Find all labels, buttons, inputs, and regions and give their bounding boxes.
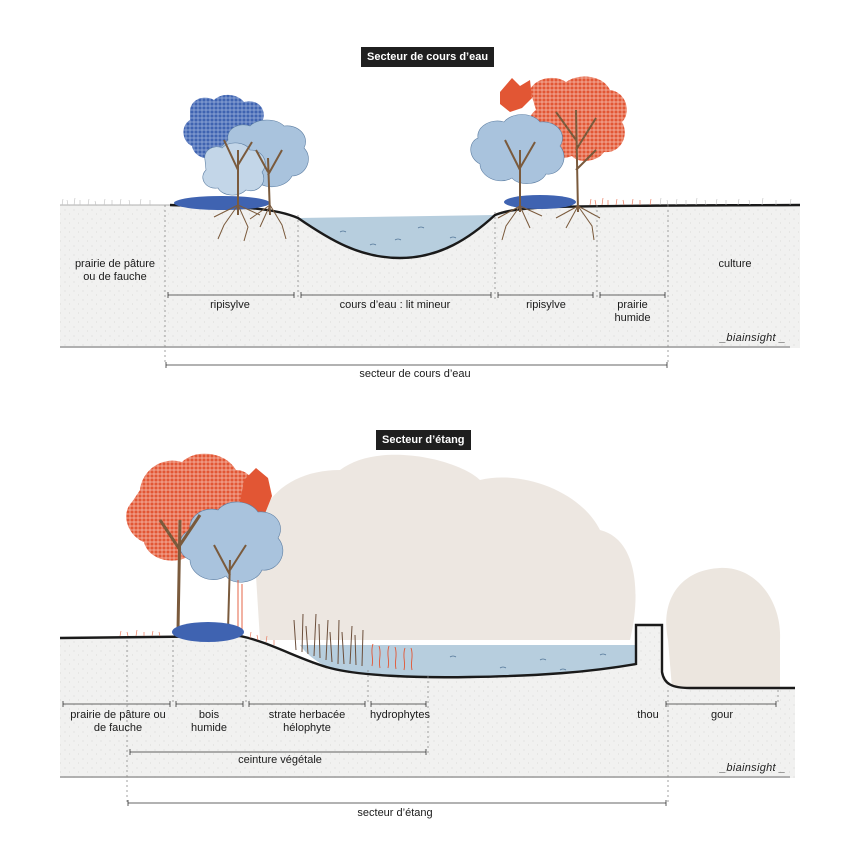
- bottom-ground: [60, 625, 795, 778]
- top-right-trees: [470, 76, 627, 241]
- top-separators: [164, 205, 669, 365]
- label-strate: strate herbacée hélophyte: [268, 709, 346, 734]
- bottom-water-ripples: [449, 653, 607, 671]
- label-ceinture: ceinture végétale: [238, 754, 322, 766]
- label-stream: cours d’eau : lit mineur: [339, 299, 451, 311]
- top-left-shrub: [174, 196, 270, 210]
- top-ground: [60, 205, 800, 348]
- top-left-trees: [183, 94, 309, 242]
- label-ripisylve-left: ripisylve: [210, 299, 250, 311]
- top-section: [60, 76, 801, 368]
- label-ripisylve-right: ripisylve: [526, 299, 566, 311]
- label-prairie-top: prairie de pâture ou de fauche: [74, 258, 156, 283]
- bottom-section: [59, 453, 795, 806]
- bottom-background-haze-right: [666, 567, 781, 688]
- top-wet-meadow-grass: [589, 197, 652, 206]
- brand-logo-top: _biainsight _: [720, 332, 786, 344]
- bottom-trees: [126, 453, 284, 642]
- label-thou: thou: [637, 709, 659, 721]
- label-prairie-humide: prairie humide: [614, 299, 651, 324]
- bottom-hydrophytes-plants: [371, 643, 413, 671]
- bottom-grass: [119, 629, 275, 645]
- bottom-shrub: [172, 622, 244, 642]
- label-bois-humide: bois humide: [190, 709, 228, 734]
- label-gour: gour: [710, 709, 734, 721]
- label-prairie-bottom: prairie de pâture ou de fauche: [70, 709, 166, 734]
- bottom-title: Secteur d’étang: [376, 430, 471, 450]
- label-culture: culture: [718, 258, 752, 270]
- bottom-ground-line: [59, 623, 795, 690]
- top-dimension-lines: [165, 292, 668, 368]
- label-secteur-etang: secteur d’étang: [357, 807, 433, 819]
- brand-logo-bottom: _biainsight _: [720, 762, 786, 774]
- top-water-ripples: [339, 226, 457, 246]
- bottom-pond-water: [300, 645, 636, 678]
- bottom-reeds: [293, 613, 364, 667]
- bottom-separators: [126, 640, 779, 805]
- label-hydrophytes: hydrophytes: [370, 709, 430, 721]
- bottom-background-haze: [254, 454, 636, 640]
- top-grass: [61, 197, 792, 206]
- top-right-shrub: [504, 195, 576, 209]
- label-secteur-cours: secteur de cours d’eau: [359, 368, 471, 380]
- bottom-dimension-lines: [62, 701, 777, 806]
- top-title: Secteur de cours d’eau: [361, 47, 495, 67]
